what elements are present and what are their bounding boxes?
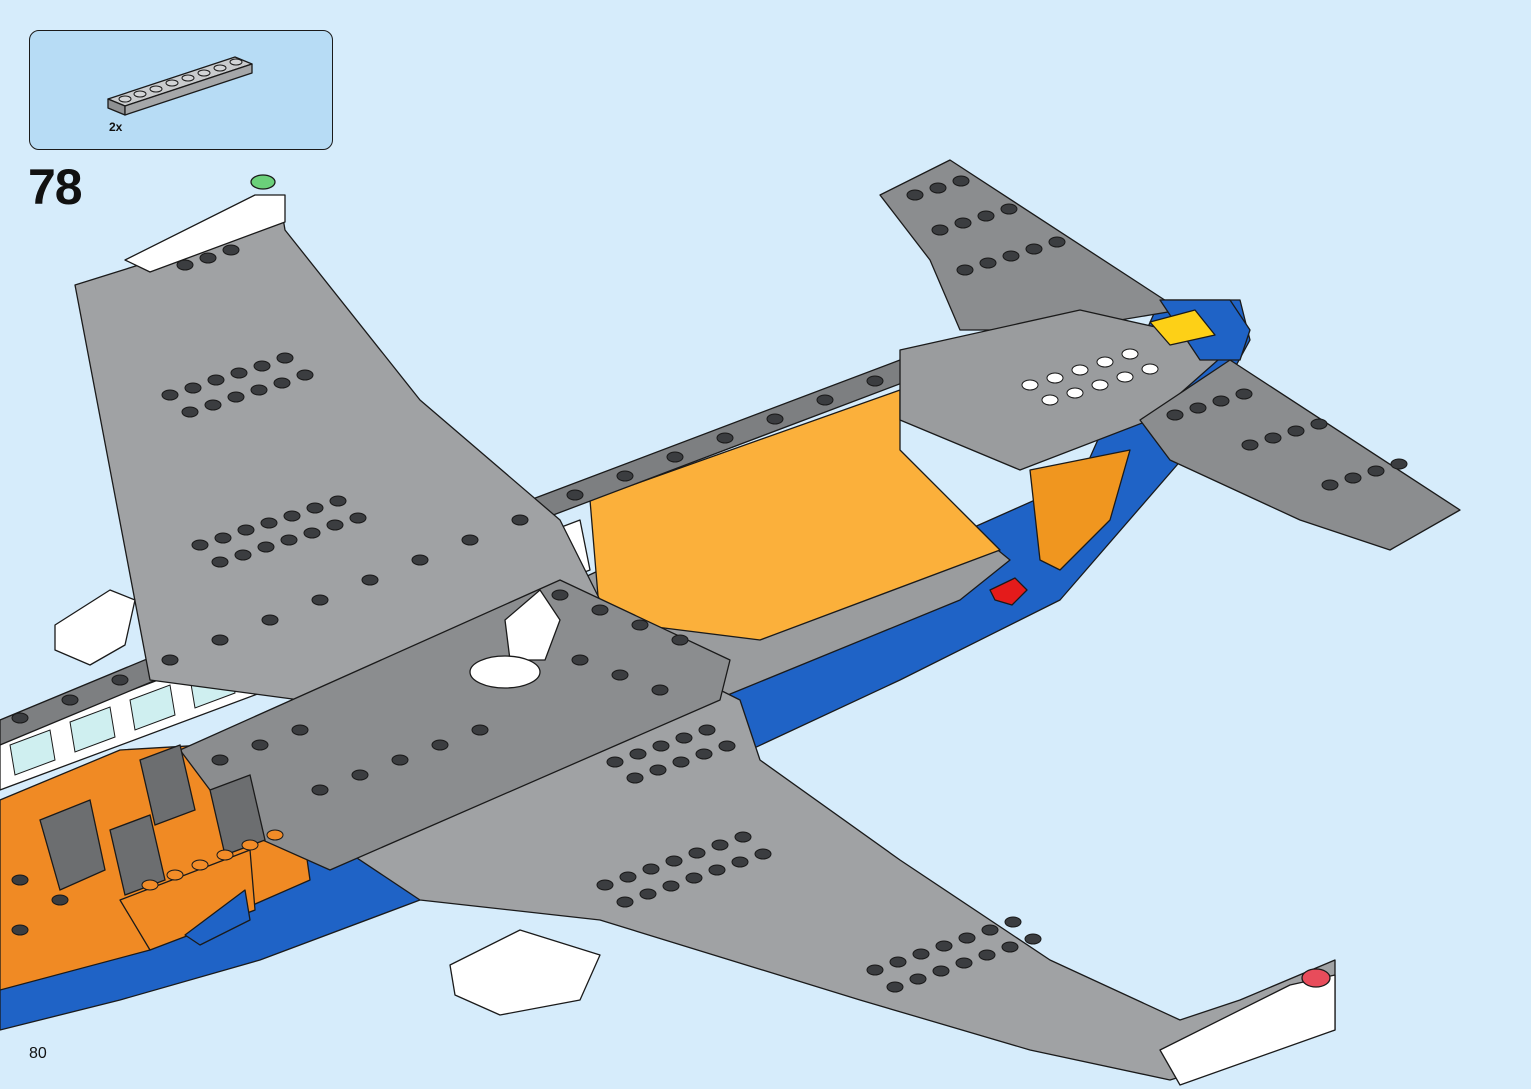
- far-engine: [55, 590, 135, 665]
- green-navigation-light: [251, 175, 275, 189]
- turntable-plate: [470, 656, 540, 688]
- page-number: 80: [29, 1045, 47, 1063]
- near-engine: [450, 930, 600, 1015]
- red-navigation-light: [1302, 969, 1330, 987]
- horizontal-stabilizer: [1140, 360, 1460, 550]
